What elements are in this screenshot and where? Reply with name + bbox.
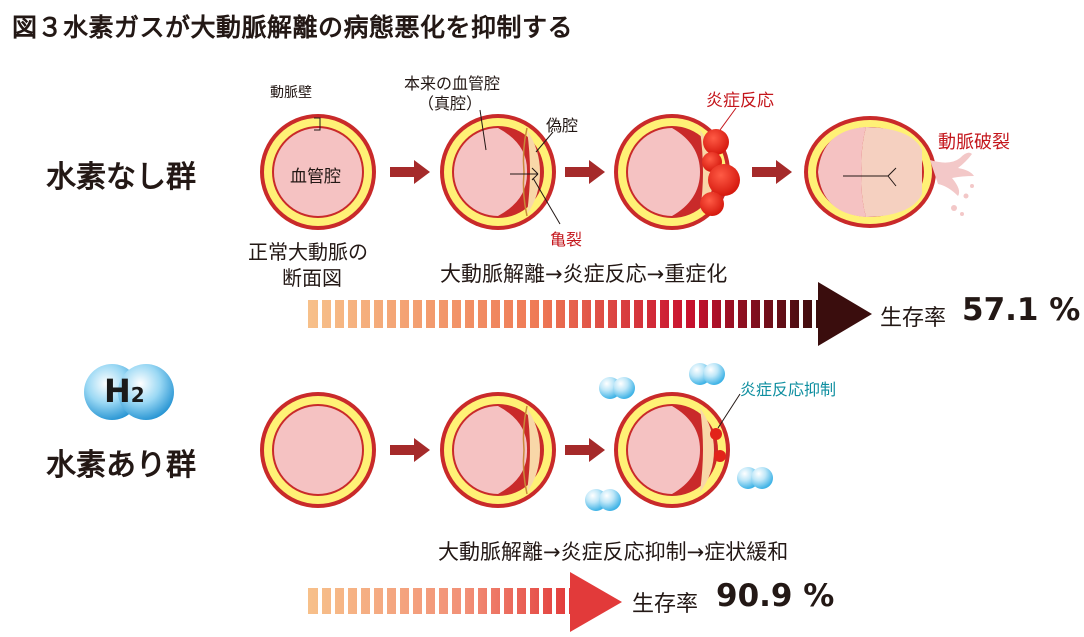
progression-no-hydrogen: 大動脈解離→炎症反応→重症化 — [440, 262, 728, 286]
progression-arrow — [565, 160, 605, 184]
group-label-no-hydrogen: 水素なし群 — [46, 160, 196, 195]
label-inflammation-suppression: 炎症反応抑制 — [740, 380, 837, 399]
label-vessel-lumen: 血管腔 — [290, 167, 341, 187]
h2-molecule-icon — [84, 364, 174, 420]
label-inflammation: 炎症反応 — [706, 91, 774, 111]
progression-arrow — [390, 160, 430, 184]
group-label-hydrogen: 水素あり群 — [46, 448, 196, 483]
progression-arrow — [565, 438, 605, 462]
progression-arrow — [390, 438, 430, 462]
suppressed-inflammation-vessel — [614, 392, 730, 508]
normal-vessel-cross-section — [260, 114, 376, 230]
suppression-leader-line — [717, 393, 741, 429]
label-cross-section: 断面図 — [282, 266, 342, 290]
inflammation-leader-line — [719, 107, 737, 131]
label-rupture: 動脈破裂 — [938, 132, 1010, 153]
label-false-lumen: 偽腔 — [546, 116, 579, 135]
inflamed-vessel — [614, 114, 740, 230]
h2-symbol: H2 — [104, 372, 145, 410]
survival-value-hydrogen: 90.9 % — [716, 578, 835, 614]
hydrogen-bubbles — [585, 363, 773, 511]
label-true-lumen: （真腔） — [418, 94, 483, 113]
label-arterial-wall: 動脈壁 — [270, 85, 312, 101]
survival-label-hydrogen: 生存率 — [632, 592, 699, 617]
survival-gradient-bar — [308, 282, 872, 346]
survival-label-no-hydrogen: 生存率 — [880, 306, 947, 331]
label-original-lumen: 本来の血管腔 — [404, 74, 501, 93]
ruptured-vessel — [804, 116, 974, 228]
dissected-vessel — [440, 392, 556, 508]
dissected-vessel — [440, 114, 556, 230]
tear-leader-line — [532, 177, 561, 225]
wall-bracket — [314, 117, 321, 131]
figure-title: 図３水素ガスが大動脈解離の病態悪化を抑制する — [12, 13, 574, 42]
progression-arrow — [752, 160, 792, 184]
survival-value-no-hydrogen: 57.1 % — [962, 292, 1081, 328]
survival-gradient-bar — [308, 572, 622, 632]
lumen-leader-line — [479, 109, 487, 151]
false-lumen-leader-line — [535, 131, 554, 153]
label-tear: 亀裂 — [550, 230, 583, 249]
normal-vessel-cross-section — [260, 392, 376, 508]
label-normal-aorta: 正常大動脈の — [248, 240, 368, 264]
progression-hydrogen: 大動脈解離→炎症反応抑制→症状緩和 — [438, 540, 789, 564]
